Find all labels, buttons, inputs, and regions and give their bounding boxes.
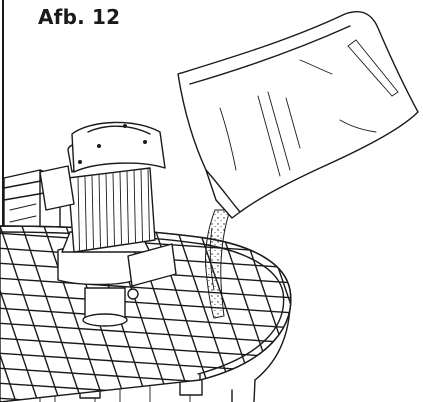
grid-bar [0, 396, 291, 402]
grid-bar [43, 226, 105, 402]
motor-fin [105, 173, 108, 247]
motor-fin [140, 169, 143, 242]
motor-fin [84, 176, 87, 250]
motor-fin [98, 174, 101, 248]
grid-bar [374, 226, 423, 402]
powder-stream [205, 209, 231, 319]
motor-fin [112, 173, 115, 246]
motor-fin [77, 177, 80, 251]
grid-bar [308, 226, 368, 402]
grid-bar [0, 321, 291, 345]
motor-fin [147, 168, 150, 241]
margin-rule [2, 0, 4, 402]
grid-bar [330, 226, 390, 402]
grid-bar [241, 226, 291, 402]
powder-bag [177, 10, 419, 219]
motor-fin [119, 172, 122, 245]
grid-bar [0, 306, 291, 330]
grid-bar [285, 226, 291, 402]
motor-fin [133, 170, 136, 243]
grid-bar [0, 276, 291, 300]
motor-fin [126, 171, 129, 244]
grid-bar [0, 226, 61, 402]
motor [39, 121, 177, 327]
grid-bar [0, 226, 39, 402]
motor-fin [91, 175, 94, 249]
grid-bar [352, 226, 412, 402]
figure-label: Afb. 12 [38, 5, 121, 29]
grid-bar [0, 226, 17, 402]
grid-bar [0, 291, 291, 315]
grid-bar [0, 336, 291, 360]
